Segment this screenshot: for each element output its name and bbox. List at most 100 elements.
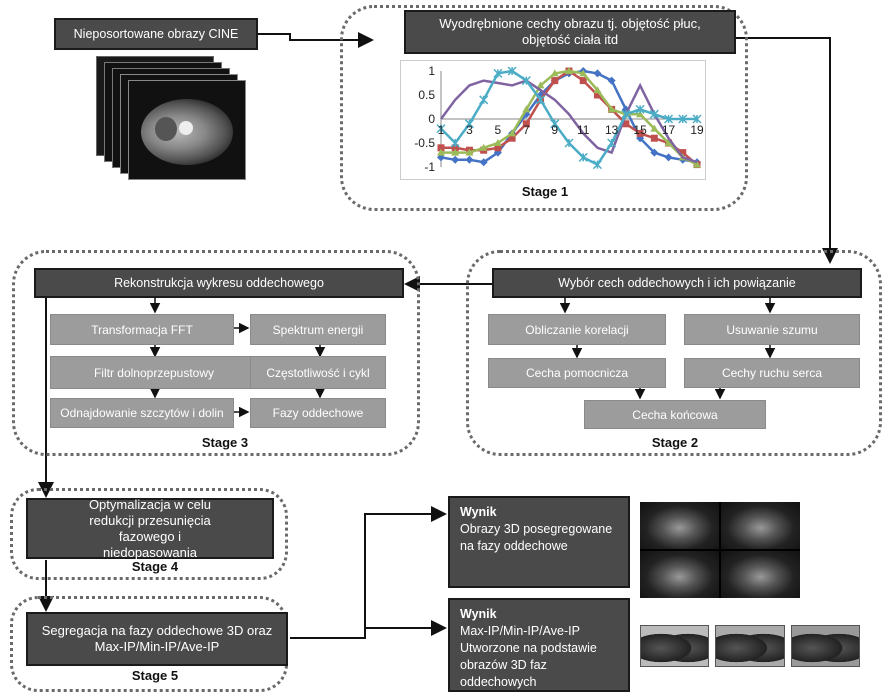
data-point: [479, 95, 489, 105]
data-point: [508, 134, 516, 142]
data-point: [636, 110, 645, 118]
data-point: [692, 114, 702, 124]
data-point: [565, 67, 573, 74]
stage3-label: Stage 3: [201, 435, 249, 450]
peak-detection-box: Odnajdowanie szczytów i dolin: [50, 398, 234, 428]
result1-box: Wynik Obrazy 3D posegregowane na fazy od…: [448, 496, 630, 588]
data-point: [664, 153, 673, 162]
data-point: [636, 129, 644, 137]
data-point: [451, 155, 460, 164]
data-point: [521, 76, 531, 86]
data-point: [451, 144, 459, 152]
data-point: [437, 153, 445, 162]
y-tick-label: 1: [428, 64, 435, 78]
arrow-stage1-stage2: [735, 37, 838, 264]
x-tick-label: 5: [495, 123, 502, 137]
data-point: [436, 124, 446, 134]
stage2-header: Wybór cech oddechowych i ich powiązanie: [492, 268, 862, 298]
x-tick-label: 17: [662, 123, 676, 137]
frequency-cycle-box: Częstotliwość i cykl: [250, 356, 386, 389]
data-point: [564, 138, 574, 148]
data-point: [536, 81, 545, 89]
data-point: [664, 139, 673, 146]
data-point: [650, 134, 658, 142]
data-point: [579, 69, 588, 77]
data-point: [693, 160, 701, 168]
input-box: Nieposortowane obrazy CINE: [54, 18, 258, 50]
x-tick-label: 13: [605, 123, 619, 137]
result2-image-strip: [640, 625, 860, 667]
respiratory-phases-box: Fazy oddechowe: [250, 398, 386, 428]
data-point: [607, 105, 616, 113]
stage4-region: [10, 488, 288, 580]
cine-image-stack: [96, 56, 256, 188]
data-point: [493, 139, 502, 146]
data-point: [479, 158, 488, 167]
noise-removal-box: Usuwanie szumu: [684, 314, 860, 345]
result1-text: Obrazy 3D posegregowane na fazy oddechow…: [460, 522, 613, 553]
stage1-label: Stage 1: [521, 184, 569, 199]
data-point: [493, 68, 503, 78]
data-point: [522, 105, 531, 113]
stage5-box: Segregacja na fazy oddechowe 3D oraz Max…: [26, 612, 288, 666]
data-point: [649, 109, 659, 119]
y-tick-label: -0.5: [414, 136, 435, 150]
data-point: [494, 144, 502, 152]
result2-title: Wynik: [460, 607, 497, 621]
data-point: [664, 114, 674, 124]
data-point: [650, 124, 659, 132]
arrow-stage5-result1: [290, 506, 447, 639]
result1-image-grid: [640, 502, 800, 598]
data-point: [465, 155, 474, 164]
data-point: [678, 114, 688, 124]
data-point: [464, 119, 474, 129]
result2-text: Max-IP/Min-IP/Ave-IP Utworzone na podsta…: [460, 624, 597, 689]
data-point: [437, 144, 445, 152]
data-point: [465, 148, 474, 156]
data-point: [621, 109, 631, 119]
arrow-input-stage1: [258, 32, 374, 48]
lowpass-filter-box: Filtr dolnoprzepustowy: [50, 356, 258, 389]
stage5-label: Stage 5: [131, 668, 179, 683]
data-point: [593, 69, 602, 78]
data-point: [622, 120, 630, 128]
energy-spectrum-box: Spektrum energii: [250, 314, 386, 345]
x-tick-label: 1: [438, 123, 445, 137]
data-point: [578, 152, 588, 162]
data-point: [437, 148, 445, 156]
final-feature-box: Cecha końcowa: [584, 400, 766, 429]
x-tick-label: 3: [466, 123, 473, 137]
heart-motion-box: Cechy ruchu serca: [684, 358, 860, 388]
stage2-region: [466, 250, 882, 456]
data-point: [635, 104, 645, 114]
stage1-region: [340, 5, 748, 211]
stage4-label: Stage 4: [131, 559, 179, 574]
stage1-box: Wyodrębnione cechy obrazu tj. objętość p…: [404, 10, 736, 54]
data-point: [479, 143, 488, 151]
correlation-box: Obliczanie korelacji: [488, 314, 666, 345]
data-point: [579, 77, 587, 85]
x-tick-label: 19: [690, 123, 704, 137]
x-tick-label: 15: [633, 123, 647, 137]
x-tick-label: 11: [577, 123, 590, 137]
y-tick-label: 0: [428, 112, 435, 126]
data-point: [522, 120, 530, 128]
data-point: [593, 91, 601, 99]
stage4-box: Optymalizacja w celu redukcji przesunięc…: [26, 497, 274, 560]
data-point: [508, 129, 517, 137]
data-point: [507, 66, 517, 76]
data-point: [450, 138, 460, 148]
data-point: [451, 148, 460, 156]
data-point: [592, 160, 602, 170]
data-point: [607, 138, 617, 148]
data-point: [536, 95, 546, 105]
auxiliary-feature-box: Cecha pomocnicza: [488, 358, 666, 388]
data-point: [593, 86, 602, 94]
data-point: [551, 77, 559, 85]
fft-box: Transformacja FFT: [50, 314, 234, 345]
data-point: [679, 149, 687, 157]
stage3-header: Rekonstrukcja wykresu oddechowego: [34, 268, 404, 298]
